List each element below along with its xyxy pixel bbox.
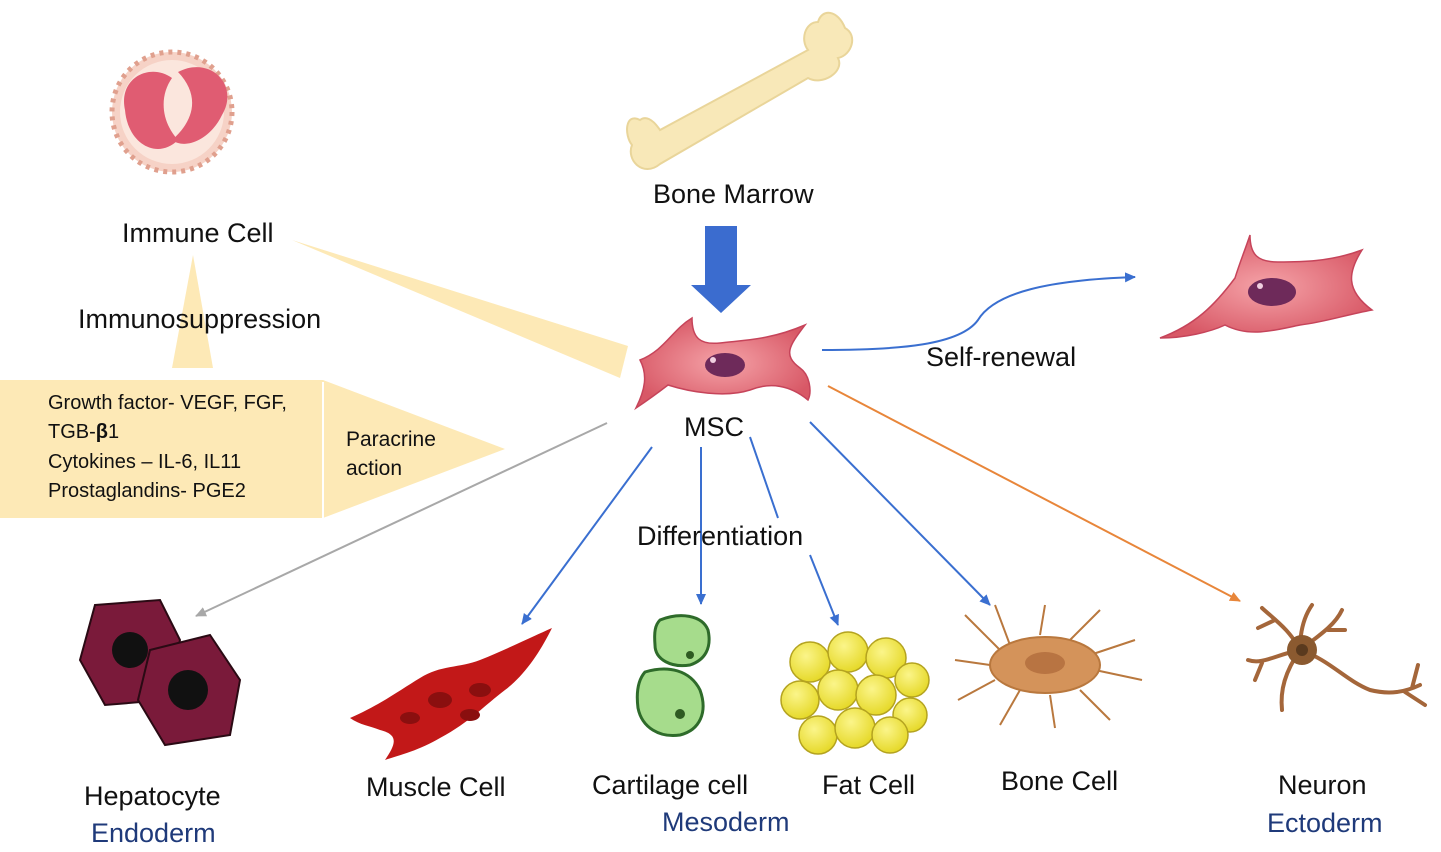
tgb-beta: β <box>95 421 108 443</box>
bone-marrow-label: Bone Marrow <box>653 179 814 209</box>
hepatocyte-label: Hepatocyte <box>84 781 221 811</box>
cytokines-text: Cytokines – IL-6, IL11 <box>48 451 242 473</box>
tgb-text: TGB-β1 <box>48 418 119 447</box>
big-down-arrow-icon <box>691 226 751 313</box>
endoderm-label: Endoderm <box>91 818 216 848</box>
bone-icon <box>626 12 854 171</box>
ectoderm-label: Ectoderm <box>1267 808 1383 838</box>
muscle-cell-icon <box>350 628 552 760</box>
msc-cell-icon <box>634 316 811 411</box>
neuron-label: Neuron <box>1278 770 1367 800</box>
muscle-cell-label: Muscle Cell <box>366 772 506 802</box>
cartilage-cell-icon <box>635 614 711 738</box>
arrow-to-hepatocyte <box>195 422 608 617</box>
paracrine-action-label: Paracrine action <box>346 425 436 483</box>
prostaglandins-text: Prostaglandins- PGE2 <box>48 480 246 502</box>
immune-cell-label: Immune Cell <box>122 218 274 248</box>
arrow-to-bone-cell <box>809 421 991 606</box>
bone-cell-label: Bone Cell <box>1001 766 1119 796</box>
growth-factor-text: Growth factor- VEGF, FGF, <box>48 392 287 414</box>
neuron-nucleus-icon <box>1296 644 1308 656</box>
neuron-icon <box>1246 603 1427 712</box>
msc-label: MSC <box>684 412 744 442</box>
arrow-to-fat-lower <box>809 554 839 626</box>
mesoderm-label: Mesoderm <box>662 807 790 837</box>
cartilage-cell-label: Cartilage cell <box>592 770 749 800</box>
paracrine-line-2: action <box>346 457 403 480</box>
immune-cell-icon <box>109 49 235 175</box>
differentiation-label: Differentiation <box>637 521 804 551</box>
arrow-to-neuron <box>827 385 1241 602</box>
immunosuppression-label: Immunosuppression <box>78 304 322 334</box>
self-renewal-arrow <box>821 272 1136 351</box>
fat-cell-icon <box>780 631 930 755</box>
self-renewal-label: Self-renewal <box>926 342 1077 372</box>
bone-cell-icon <box>954 604 1143 729</box>
tgb-suffix: 1 <box>108 421 120 443</box>
renewed-msc-cell-icon <box>1159 234 1374 339</box>
immunosuppression-wedge <box>172 255 213 368</box>
hepatocyte-icon <box>78 598 242 747</box>
fat-cell-label: Fat Cell <box>822 770 916 800</box>
tgb-prefix: TGB- <box>48 421 96 443</box>
paracrine-line-1: Paracrine <box>346 428 436 451</box>
immune-link-wedge <box>292 240 628 378</box>
paracrine-panel <box>0 240 628 518</box>
arrow-to-fat-upper <box>749 436 779 519</box>
arrow-to-muscle <box>521 446 653 625</box>
